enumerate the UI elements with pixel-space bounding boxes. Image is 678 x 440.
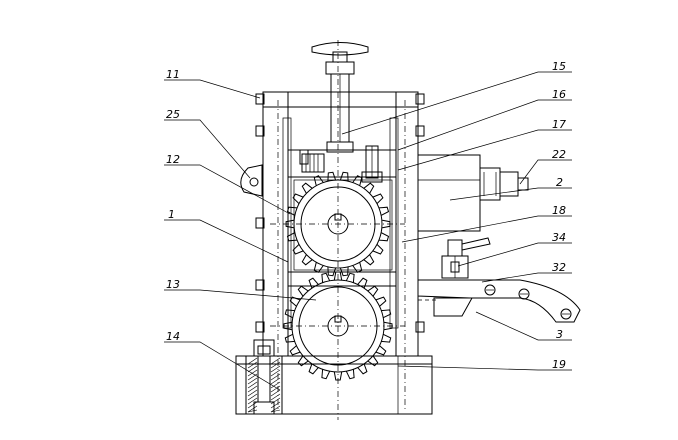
callout-14: 14 [166,330,180,343]
anchor-bolt [245,339,283,415]
callout-labels: 11 25 12 1 13 14 15 16 17 22 2 18 34 32 … [166,60,566,371]
hatch-line [247,405,258,413]
hatch-line [270,409,281,413]
side-lever [240,164,263,197]
callout-13: 13 [166,278,180,291]
hatch-line [247,393,258,401]
callout-16: 16 [552,88,566,101]
leader-lines [164,71,572,391]
callout-17: 17 [552,118,566,131]
center-lines [270,40,406,420]
hatch-line [270,373,281,381]
base-plate [235,355,433,415]
hatch-line [247,385,258,393]
callout-22: 22 [552,148,566,161]
hatch-line [270,365,281,373]
callout-19: 19 [552,358,566,371]
hatch-line [247,357,258,365]
callout-11: 11 [166,68,180,81]
hatch-line [247,365,258,373]
callout-3: 3 [556,328,563,341]
hatch-line [247,369,258,377]
callout-25: 25 [166,108,180,121]
hatch-line [270,381,281,389]
hatch-line [270,405,281,413]
hatch-line [247,409,258,413]
guide-rollers [301,145,383,183]
release-arm[interactable] [417,279,581,323]
callout-1: 1 [168,208,175,221]
frame-bolts [255,93,425,333]
hatch-line [247,381,258,389]
hatch-line [270,397,281,405]
hatch-line [270,357,281,365]
callout-12: 12 [166,153,180,166]
hatch-line [270,377,281,385]
hatch-line [270,385,281,393]
hatch-line [270,361,281,369]
callout-32: 32 [552,261,566,274]
callout-15: 15 [552,60,566,73]
hatch-line [270,401,281,409]
hatch-line [247,389,258,397]
valve-handle[interactable] [441,237,491,279]
callout-18: 18 [552,204,566,217]
hatch-line [247,397,258,405]
hatch-line [270,389,281,397]
hatch-line [247,401,258,409]
hatch-line [247,361,258,369]
callout-34: 34 [552,231,566,244]
hatch-line [247,377,258,385]
handwheel[interactable] [299,42,369,165]
hatch-line [270,393,281,401]
hatch-line [270,369,281,377]
hydraulic-cylinder [417,154,529,232]
callout-2: 2 [556,176,563,189]
